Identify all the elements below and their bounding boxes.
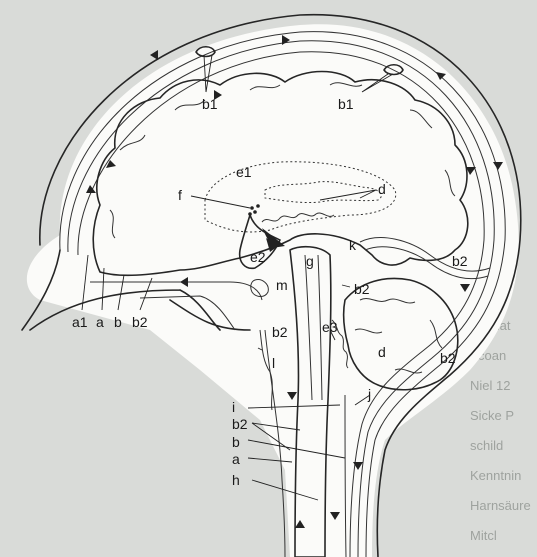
label-b2-right-top: b2 <box>452 253 468 269</box>
label-d-cerebellum: d <box>378 344 386 360</box>
label-e3: e3 <box>322 319 338 335</box>
label-l: l <box>272 355 275 371</box>
bg-text-6: Kenntnin <box>470 468 521 483</box>
label-i: i <box>232 399 235 415</box>
label-b2-brainstem: b2 <box>272 324 288 340</box>
label-a: a <box>96 314 104 330</box>
label-b1-right: b1 <box>338 96 354 112</box>
label-b2-mid-right: b2 <box>354 281 370 297</box>
label-m: m <box>276 277 288 293</box>
label-a-lower: a <box>232 451 240 467</box>
label-e1: e1 <box>236 164 252 180</box>
label-h: h <box>232 472 240 488</box>
label-d-top: d <box>378 181 386 197</box>
bg-text-7: Harnsäure <box>470 498 531 513</box>
label-f: f <box>178 187 182 203</box>
label-b-lower: b <box>232 434 240 450</box>
label-a1: a1 <box>72 314 88 330</box>
label-e2: e2 <box>250 249 266 265</box>
bg-text-3: Niel 12 <box>470 378 510 393</box>
label-k: k <box>349 237 357 253</box>
label-g: g <box>306 253 314 269</box>
label-j: j <box>367 386 371 402</box>
bg-text-4: Sicke P <box>470 408 514 423</box>
label-b2-left: b2 <box>132 314 148 330</box>
arrow-1 <box>150 50 158 60</box>
label-b: b <box>114 314 122 330</box>
label-b2-lower: b2 <box>232 416 248 432</box>
label-b1-left: b1 <box>202 96 218 112</box>
label-b2-bottom-right: b2 <box>440 350 456 366</box>
bg-text-5: schild <box>470 438 503 453</box>
bg-text-8: Mitcl <box>470 528 497 543</box>
